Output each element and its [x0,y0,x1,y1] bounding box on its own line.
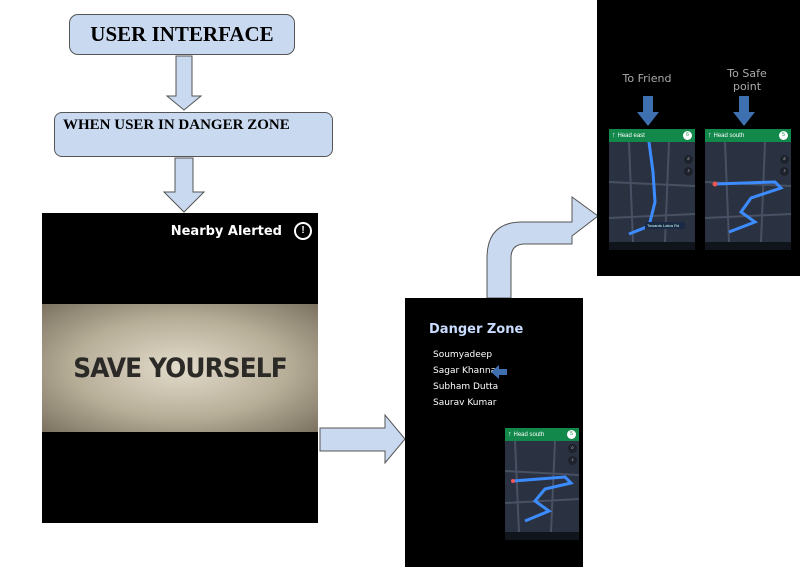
safe-map-heading: Head south [713,133,745,139]
map-mute-icon[interactable]: ♪ [568,456,577,465]
to-safe-point-label: To Safe point [707,67,787,93]
save-yourself-banner: SAVE YOURSELF [42,304,318,432]
friend-map-badge: 6 [683,131,692,140]
down-arrow-safe-icon [733,96,755,126]
friend-map-footer [609,242,695,250]
map-roads [505,441,579,532]
map-footer [505,532,579,540]
friend-route-map[interactable]: ↑Head east 6 Towards Lakra Rd ⌕ ♪ [609,129,695,250]
contact-item[interactable]: Subham Dutta [433,382,499,392]
safe-map-header: ↑Head south [705,129,791,142]
danger-zone-screen: Danger Zone Soumyadeep Sagar Khanna Subh… [405,298,583,567]
contact-item[interactable]: Saurav Kumar [433,398,497,408]
map-heading: Head south [513,432,545,438]
danger-zone-map[interactable]: ↑Head south 5 ⌕ ♪ [505,428,579,540]
down-arrow-1 [165,55,203,111]
friend-map-search-icon[interactable]: ⌕ [684,155,693,164]
friend-map-heading: Head east [617,133,645,139]
contact-item[interactable]: Soumyadeep [433,350,493,360]
to-safe-line1: To Safe [727,67,767,80]
safe-map-search-icon[interactable]: ⌕ [780,155,789,164]
friend-map-mute-icon[interactable]: ♪ [684,167,693,176]
curved-arrow [486,196,599,299]
down-arrow-2 [162,157,206,213]
danger-zone-box-label: WHEN USER IN DANGER ZONE [63,117,290,133]
contact-item[interactable]: Sagar Khanna [433,366,497,376]
nearby-alerted-status: Nearby Alerted [170,224,282,239]
map-badge: 5 [567,430,576,439]
down-arrow-friend-icon [637,96,659,126]
alert-icon: ! [294,222,312,240]
pointer-arrow-icon [491,365,507,379]
banner-text: SAVE YOURSELF [73,352,287,384]
safe-map-badge: 5 [779,131,788,140]
friend-map-roads [609,142,695,242]
map-direction-header: ↑Head south [505,428,579,441]
danger-zone-box: WHEN USER IN DANGER ZONE [54,112,333,157]
safe-map-roads [705,142,791,242]
safe-point-route-map[interactable]: ↑Head south 5 ⌕ ♪ [705,129,791,250]
safe-map-footer [705,242,791,250]
right-arrow-1 [319,413,406,465]
to-friend-label: To Friend [622,72,672,85]
friend-map-sub: Towards Lakra Rd [647,223,680,228]
user-interface-box: USER INTERFACE [69,14,295,55]
user-interface-label: USER INTERFACE [90,22,274,46]
friend-map-header: ↑Head east [609,129,695,142]
alert-screen: Nearby Alerted ! SAVE YOURSELF [42,213,318,523]
map-search-icon[interactable]: ⌕ [568,444,577,453]
navigation-screens-panel: To Friend To Safe point ↑Head east 6 Tow… [597,0,800,276]
danger-zone-title: Danger Zone [429,322,524,337]
safe-map-mute-icon[interactable]: ♪ [780,167,789,176]
to-safe-line2: point [732,80,762,93]
